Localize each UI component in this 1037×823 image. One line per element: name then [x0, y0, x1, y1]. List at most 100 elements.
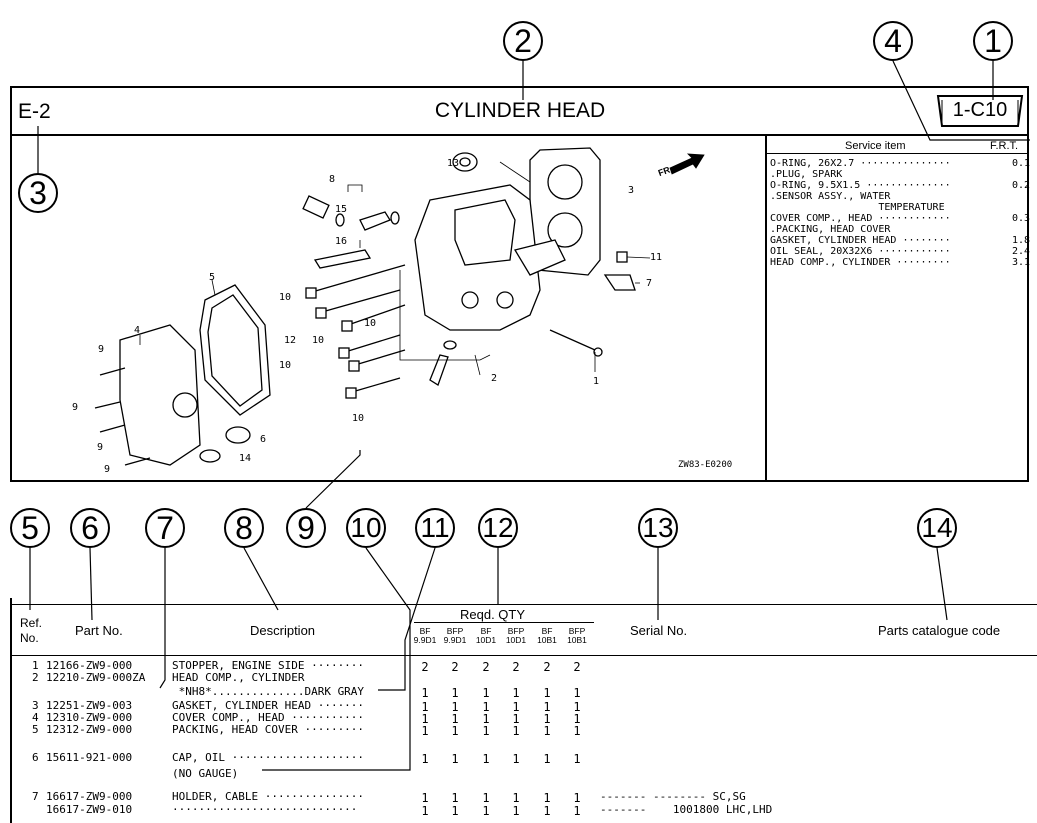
col-reqd-qty: Reqd. QTY: [460, 607, 526, 622]
service-item-7: GASKET, CYLINDER HEAD ········1.8: [770, 235, 1030, 246]
service-item-0: O-RING, 26X2.7 ···············0.1: [770, 158, 1030, 169]
reqd-qty-rule: [414, 622, 594, 623]
callout-4: 4: [873, 21, 913, 61]
service-item-6: .PACKING, HEAD COVER: [770, 224, 891, 235]
callout-3: 3: [18, 173, 58, 213]
part-no: 12166-ZW9-000: [46, 659, 133, 672]
label-5: 5: [209, 272, 216, 283]
label-2: 2: [491, 373, 498, 384]
qty-1: 1: [421, 724, 429, 738]
qty-2: 1: [451, 700, 459, 714]
frt-header: F.R.T.: [990, 140, 1019, 152]
label-14: 14: [239, 453, 252, 464]
ref-no: 6: [32, 751, 39, 764]
qty-2: 1: [451, 752, 459, 766]
qty-1: 1: [421, 752, 429, 766]
qty-3: 1: [482, 804, 490, 818]
description: *NH8*..............DARK GRAY: [172, 685, 365, 698]
diagram-divider: [765, 134, 767, 482]
qty-5: 1: [543, 712, 551, 726]
description: HOLDER, CABLE ···············: [172, 790, 365, 803]
col-ref-2: No.: [20, 631, 39, 645]
callout-5: 5: [10, 508, 50, 548]
service-item-3: .SENSOR ASSY., WATER: [770, 191, 891, 202]
service-item-9: HEAD COMP., CYLINDER ·········3.1: [770, 257, 1030, 268]
service-item-4: TEMPERATURE: [770, 202, 945, 213]
qty-2: 1: [451, 804, 459, 818]
description: (NO GAUGE): [172, 767, 239, 780]
qty-6: 2: [573, 660, 581, 674]
callout-9: 9: [286, 508, 326, 548]
qty-6: 1: [573, 791, 581, 805]
page-badge-shape: [936, 95, 1024, 127]
page-badge: 1-C10: [952, 99, 1008, 121]
label-9b: 9: [72, 402, 79, 413]
ref-no: 3: [32, 699, 39, 712]
qty-2: 1: [451, 686, 459, 700]
qty-1: 1: [421, 791, 429, 805]
service-head-rule: [767, 153, 1029, 154]
qty-2: 2: [451, 660, 459, 674]
qty-1: 1: [421, 712, 429, 726]
service-item-1: .PLUG, SPARK: [770, 169, 843, 180]
col-description: Description: [250, 623, 316, 638]
qty-5: 1: [543, 700, 551, 714]
qty-4: 1: [512, 752, 520, 766]
callout-12: 12: [478, 508, 518, 548]
qty-3: 1: [482, 700, 490, 714]
part-no: 12312-ZW9-000: [46, 723, 133, 736]
description: STOPPER, ENGINE SIDE ········: [172, 659, 365, 672]
label-10e: 10: [352, 413, 365, 424]
qty-5: 1: [543, 791, 551, 805]
label-15: 15: [335, 204, 348, 215]
qty-3: 1: [482, 686, 490, 700]
label-10d: 10: [279, 360, 292, 371]
ref-no: 4: [32, 711, 39, 724]
qty-2: 1: [451, 724, 459, 738]
part-no: 16617-ZW9-010: [46, 803, 133, 816]
qty-6: 1: [573, 712, 581, 726]
qty-5: 1: [543, 686, 551, 700]
description: PACKING, HEAD COVER ·········: [172, 723, 365, 736]
part-no: 12210-ZW9-000ZA: [46, 671, 146, 684]
service-item-2: O-RING, 9.5X1.5 ··············0.2: [770, 180, 1030, 191]
label-16: 16: [335, 236, 348, 247]
qty-4: 1: [512, 791, 520, 805]
callout-11: 11: [415, 508, 455, 548]
callout-8: 8: [224, 508, 264, 548]
label-7: 7: [646, 278, 653, 289]
qty-5: 1: [543, 752, 551, 766]
label-6: 6: [260, 434, 267, 445]
label-3: 3: [628, 185, 635, 196]
qty-3: 1: [482, 724, 490, 738]
ref-no: 5: [32, 723, 39, 736]
callout-7: 7: [145, 508, 185, 548]
description: GASKET, CYLINDER HEAD ·······: [172, 699, 365, 712]
label-11: 11: [650, 252, 663, 263]
qty-2: 1: [451, 712, 459, 726]
part-no: 12251-ZW9-003: [46, 699, 133, 712]
qty-5: 2: [543, 660, 551, 674]
col-serial-no: Serial No.: [630, 623, 688, 638]
callout-14: 14: [917, 508, 957, 548]
qty-6: 1: [573, 686, 581, 700]
col-ref-1: Ref.: [20, 616, 43, 630]
qty-1: 1: [421, 700, 429, 714]
label-9d: 9: [104, 464, 111, 475]
table-head-rule: [10, 655, 1037, 656]
part-no: 15611-921-000: [46, 751, 133, 764]
label-13: 13: [447, 158, 460, 169]
qty-5: 1: [543, 724, 551, 738]
header-divider: [10, 134, 1029, 136]
page-title: CYLINDER HEAD: [434, 99, 606, 122]
qty-2: 1: [451, 791, 459, 805]
callout-6: 6: [70, 508, 110, 548]
label-10c: 10: [364, 318, 377, 329]
label-8: 8: [329, 174, 336, 185]
